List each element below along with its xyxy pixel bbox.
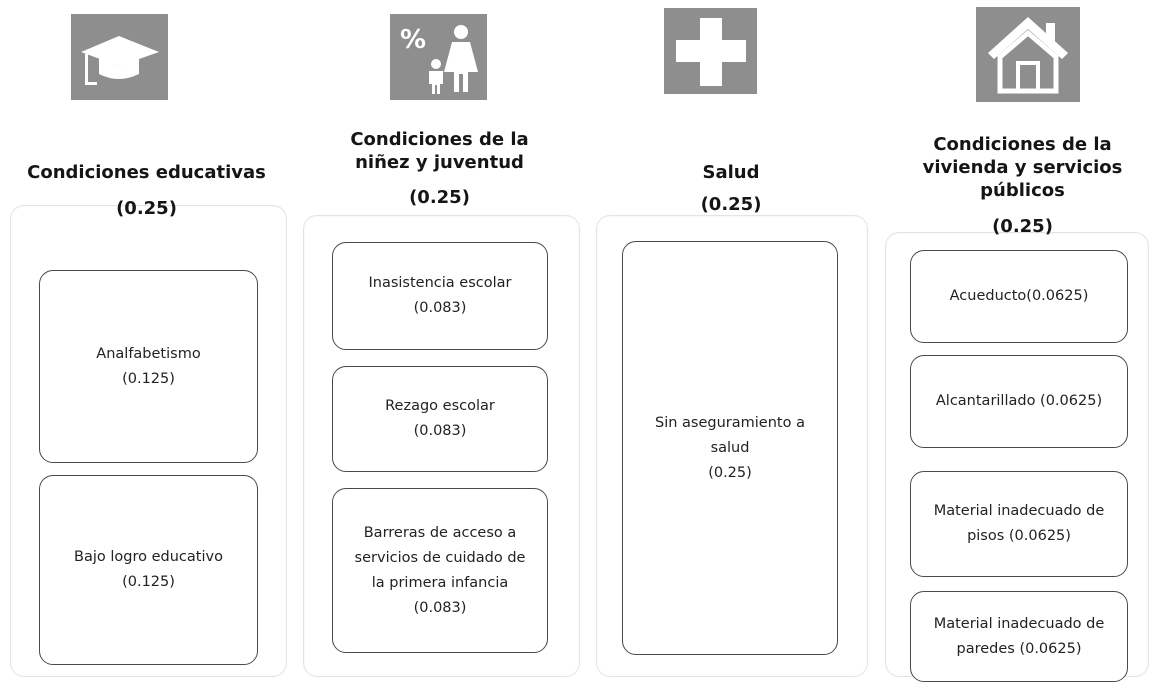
dimension-title: Condiciones educativas	[27, 162, 266, 183]
dimension-title: Salud	[702, 162, 760, 183]
dimension-panel-salud	[596, 215, 868, 677]
dimension-title: Condiciones de la niñez y juventud	[350, 129, 529, 173]
indicator-label: Alcantarillado (0.0625)	[935, 393, 1103, 409]
indicator-box: Material inadecuado de pisos (0.0625)	[910, 471, 1128, 577]
indicator-box: Analfabetismo (0.125)	[39, 270, 258, 463]
dimension-panel-ninez	[303, 215, 580, 677]
indicator-weight: (0.083)	[413, 423, 467, 439]
indicator-label: Sin aseguramiento a salud	[655, 414, 805, 456]
dimension-weight: (0.25)	[992, 216, 1053, 237]
indicator-label: Bajo logro educativo	[74, 549, 223, 565]
indicator-label: Barreras de acceso a servicios de cuidad…	[354, 524, 526, 591]
indicator-label: Rezago escolar	[385, 398, 495, 414]
graduation-cap-icon	[71, 14, 168, 100]
indicator-box: Acueducto(0.0625)	[910, 250, 1128, 343]
child-percent-icon: %	[390, 14, 487, 100]
dimension-ninez: Condiciones de la niñez y juventud (0.25…	[302, 0, 577, 682]
indicator-label: Analfabetismo	[96, 345, 201, 362]
indicator-weight: (0.083)	[413, 599, 467, 616]
dimension-salud: Salud (0.25)	[596, 0, 866, 682]
dimension-vivienda: Condiciones de la vivienda y servicios p…	[900, 0, 1145, 682]
indicator-box: Inasistencia escolar (0.083)	[332, 242, 548, 350]
indicator-label: Inasistencia escolar	[368, 275, 512, 291]
dimension-weight: (0.25)	[700, 194, 762, 215]
health-cross-icon	[664, 8, 757, 94]
indicator-box: Rezago escolar (0.083)	[332, 366, 548, 472]
dimension-weight: (0.25)	[409, 187, 470, 208]
indicator-weight: (0.125)	[122, 370, 175, 387]
indicator-box: Sin aseguramiento a salud (0.25)	[622, 241, 838, 655]
indicator-weight: (0.083)	[413, 300, 467, 316]
dimension-title: Condiciones de la vivienda y servicios p…	[922, 134, 1123, 201]
indicator-label: Material inadecuado de pisos (0.0625)	[933, 503, 1105, 544]
indicator-box: Material inadecuado de paredes (0.0625)	[910, 591, 1128, 682]
dimension-educacion: Condiciones educativas (0.25)	[25, 0, 268, 682]
indicator-box: Barreras de acceso a servicios de cuidad…	[332, 488, 548, 653]
svg-text:%: %	[400, 25, 426, 55]
dimension-weight: (0.25)	[116, 198, 177, 219]
indicator-weight: (0.125)	[122, 574, 175, 590]
indicator-label: Material inadecuado de paredes (0.0625)	[933, 615, 1105, 657]
indicator-box: Bajo logro educativo (0.125)	[39, 475, 258, 665]
indicator-weight: (0.25)	[708, 464, 752, 481]
house-icon	[976, 7, 1080, 102]
indicator-box: Alcantarillado (0.0625)	[910, 355, 1128, 448]
indicator-label: Acueducto(0.0625)	[949, 288, 1089, 304]
dimension-panel-educacion	[10, 205, 287, 677]
